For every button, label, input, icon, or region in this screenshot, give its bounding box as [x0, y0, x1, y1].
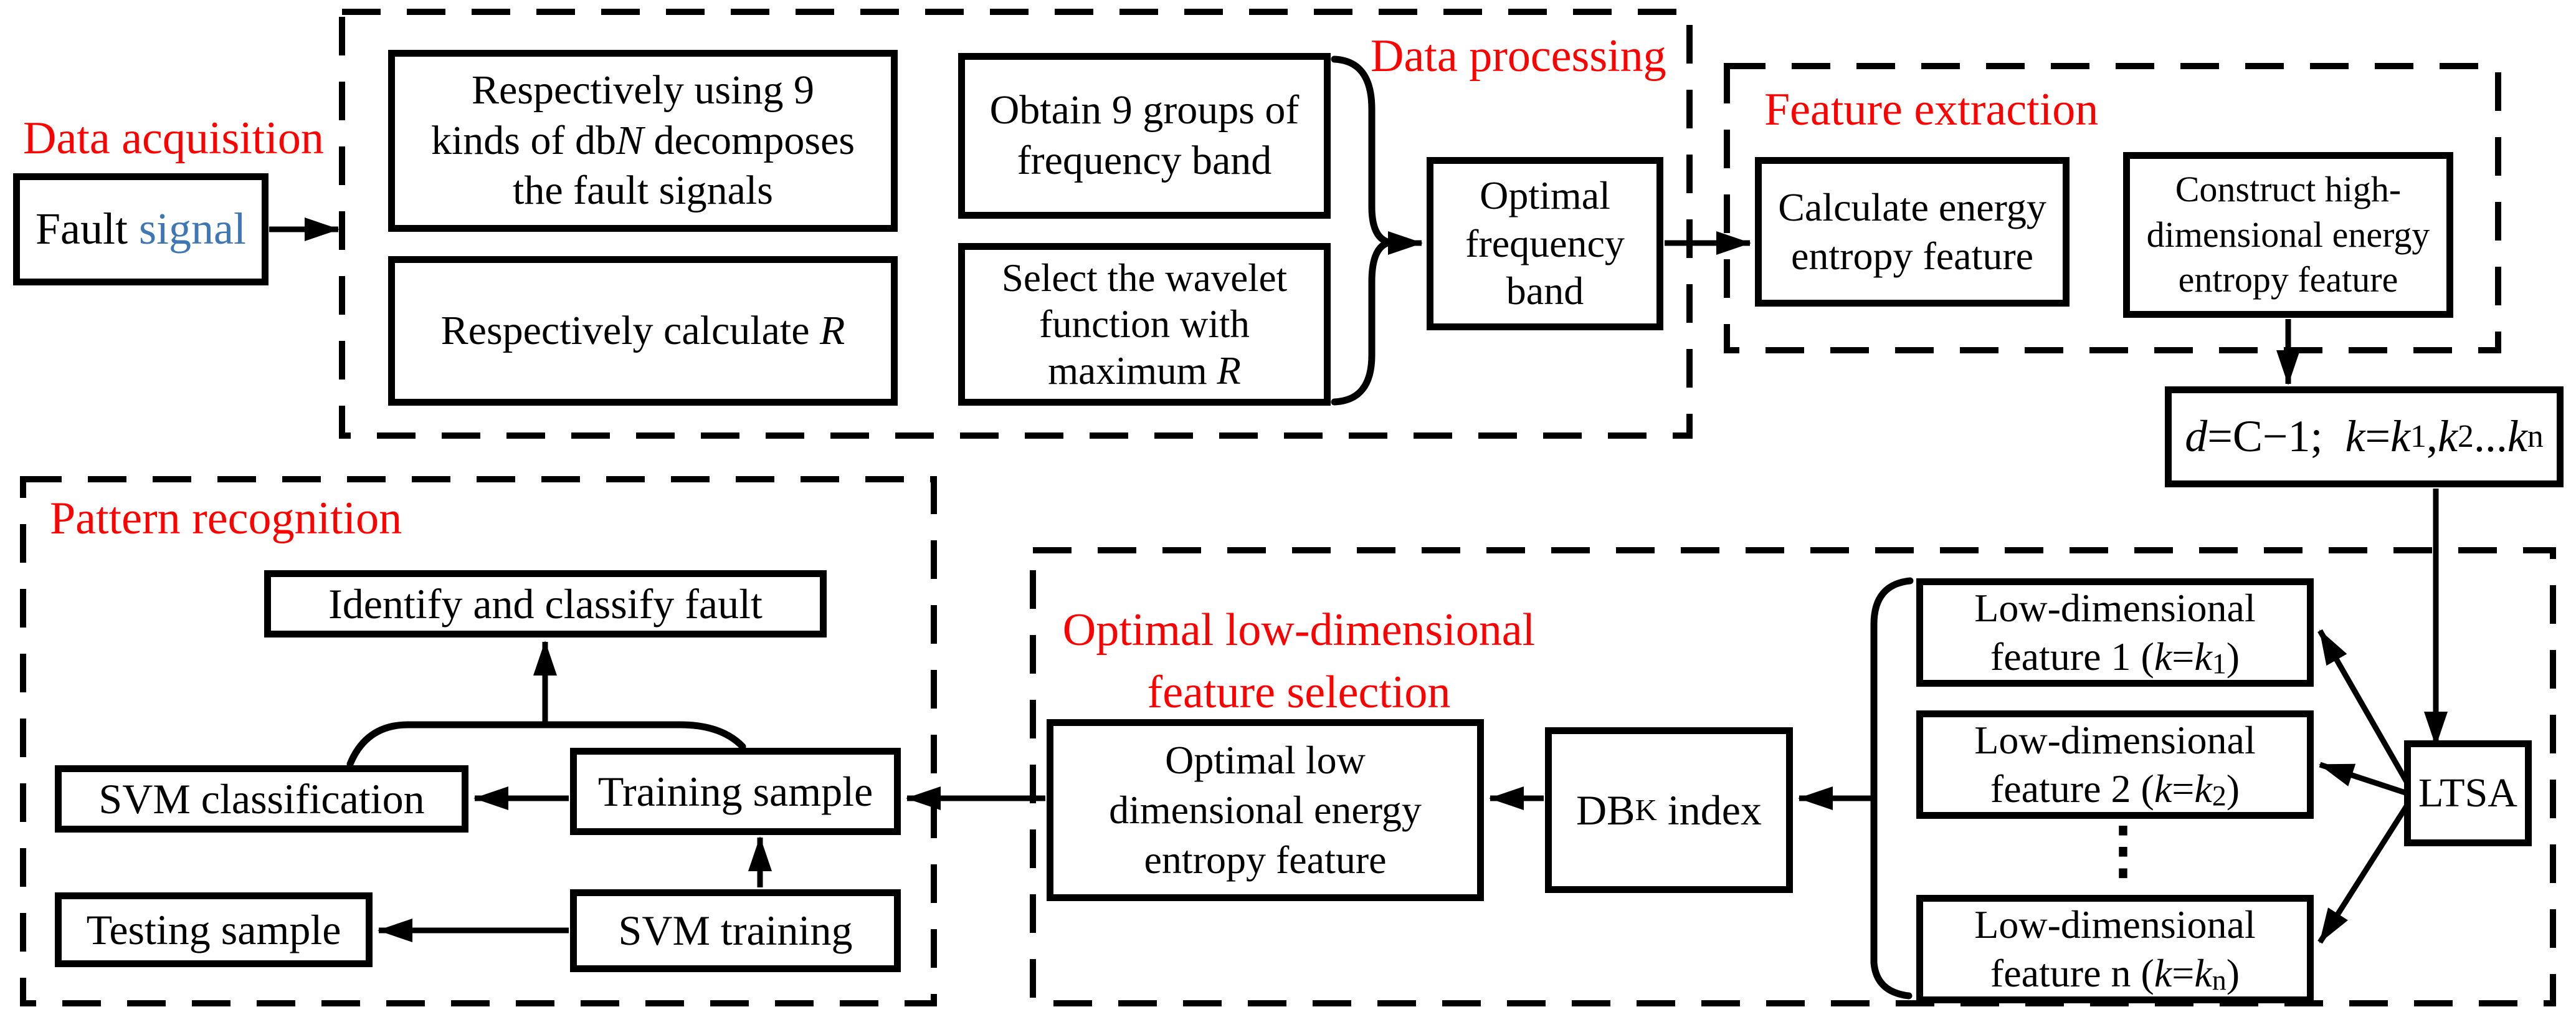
node-respectively-using: Respectively using 9 kinds of dbN decomp…: [388, 50, 898, 232]
line: band: [1506, 269, 1584, 313]
line: Select the wavelet: [1001, 256, 1288, 300]
node-svm-classification: SVM classification: [55, 765, 468, 833]
node-optimal-low-dimensional-feature: Optimal low dimensional energy entropy f…: [1047, 719, 1484, 901]
label-data-acquisition: Data acquisition: [23, 113, 324, 164]
line: Respectively using 9: [472, 67, 814, 113]
line: SVM training: [618, 907, 853, 955]
optimal-selection-container: [1030, 547, 2556, 1006]
label-pattern-recognition: Pattern recognition: [50, 493, 402, 544]
node-ltsa: LTSA: [2404, 740, 2532, 846]
line: dimensional energy: [1109, 788, 1422, 832]
label-optimal-selection: Optimal low-dimensional feature selectio…: [1053, 599, 1545, 724]
arrow-ltsa-to-feature2: [2319, 762, 2408, 796]
data-processing-container: [339, 9, 1693, 439]
label-optimal-selection-line2: feature selection: [1147, 666, 1451, 718]
vertical-ellipsis: ⋮: [2092, 816, 2154, 885]
line: Obtain 9 groups of: [989, 87, 1300, 133]
line: Respectively calculate R: [440, 307, 845, 353]
line: Calculate energy: [1778, 184, 2046, 229]
line: Low-dimensional: [1974, 902, 2256, 947]
node-calculate-energy-entropy: Calculate energy entropy feature: [1755, 157, 2070, 307]
line: frequency band: [1017, 138, 1272, 183]
line: frequency: [1465, 221, 1625, 265]
line: SVM classification: [98, 775, 425, 823]
line: the fault signals: [513, 168, 773, 214]
node-fault-signal: Fault signal: [13, 173, 269, 285]
node-testing-sample: Testing sample: [55, 892, 373, 967]
formula-part: 2: [2457, 419, 2474, 455]
arrow-ltsa-to-feature1: [2317, 629, 2410, 785]
fault-word: Fault: [36, 204, 140, 254]
line: function with: [1039, 302, 1250, 346]
line: feature 2 (k=k2): [1990, 766, 2240, 812]
dbk-part: DB: [1576, 786, 1635, 834]
merge-brace-dataprocessing: [1331, 55, 1390, 406]
line: feature 1 (k=k1): [1990, 634, 2240, 680]
line: Construct high-: [2175, 169, 2402, 210]
label-feature-extraction: Feature extraction: [1764, 84, 2099, 135]
signal-word: signal: [139, 204, 246, 254]
node-svm-training: SVM training: [570, 889, 901, 972]
line: dimensional energy: [2146, 214, 2430, 255]
node-low-dimensional-feature-n: Low-dimensional feature n (k=kn): [1916, 895, 2314, 1003]
line: LTSA: [2418, 770, 2517, 816]
node-low-dimensional-feature-1: Low-dimensional feature 1 (k=k1): [1916, 578, 2314, 687]
line: entropy feature: [2178, 259, 2398, 300]
formula-part: 1: [2410, 419, 2426, 455]
formula-part: ...: [2473, 411, 2507, 462]
merge-brace-pattern: [346, 721, 746, 768]
formula-part: k: [2507, 411, 2527, 462]
formula-part: n: [2527, 419, 2544, 455]
node-optimal-frequency-band: Optimal frequency band: [1427, 157, 1663, 330]
line: entropy feature: [1144, 838, 1387, 882]
label-optimal-selection-line1: Optimal low-dimensional: [1062, 604, 1536, 656]
dbk-part: K: [1635, 793, 1657, 828]
line: Testing sample: [86, 905, 341, 953]
node-training-sample: Training sample: [570, 748, 901, 835]
node-construct-high-dimensional: Construct high- dimensional energy entro…: [2123, 152, 2453, 318]
label-data-processing: Data processing: [1371, 31, 1666, 82]
formula-part: d: [2185, 411, 2208, 462]
line: Optimal: [1480, 173, 1610, 217]
formula-part: ,: [2426, 411, 2438, 462]
features-brace: [1870, 577, 1914, 1000]
node-low-dimensional-feature-2: Low-dimensional feature 2 (k=k2): [1916, 710, 2314, 819]
line: Low-dimensional: [1974, 585, 2256, 630]
line: Optimal low: [1165, 738, 1366, 782]
node-respectively-calculate: Respectively calculate R: [388, 256, 898, 406]
formula-part: k: [2390, 411, 2411, 462]
formula-part: k: [2437, 411, 2458, 462]
line: Training sample: [597, 767, 873, 815]
line: maximum R: [1048, 348, 1241, 393]
arrow-ltsa-to-featuren: [2317, 803, 2410, 944]
line: kinds of dbN decomposes: [430, 117, 855, 163]
line: Low-dimensional: [1974, 717, 2256, 762]
node-identify-classify-fault: Identify and classify fault: [264, 570, 827, 638]
formula-part: =: [2365, 411, 2391, 462]
node-select-wavelet: Select the wavelet function with maximum…: [958, 243, 1331, 406]
line: entropy feature: [1790, 234, 2034, 278]
line: feature n (k=kn): [1990, 950, 2240, 996]
formula-part: =C−1;: [2207, 411, 2345, 462]
pattern-recognition-container: [20, 476, 937, 1006]
line: Identify and classify fault: [328, 580, 763, 628]
dbk-part: index: [1656, 786, 1762, 834]
feature-extraction-container: [1724, 63, 2501, 353]
formula-part: k: [2345, 411, 2365, 462]
node-obtain-groups: Obtain 9 groups of frequency band: [958, 53, 1331, 219]
